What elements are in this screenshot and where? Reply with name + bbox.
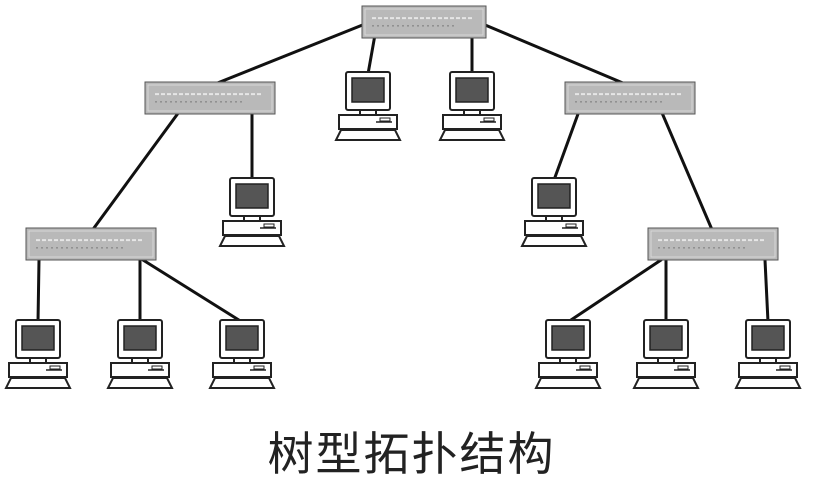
hub-left	[144, 81, 276, 115]
diagram-caption: 树型拓扑结构	[267, 427, 556, 481]
pc-right-1	[520, 177, 588, 247]
link-hub-root-pc-root-1	[366, 36, 376, 76]
pc-right-lower-1	[534, 319, 602, 389]
link-hub-right-pc-right-1	[552, 112, 580, 182]
pc-right-lower-2	[632, 319, 700, 389]
link-hub-right-lower-pc-right-lower-1	[566, 258, 663, 324]
pc-root-2	[438, 71, 506, 141]
link-hub-root-hub-left	[208, 20, 372, 88]
link-hub-left-lower-pc-left-lower-1	[36, 258, 41, 324]
pc-root-1	[334, 71, 402, 141]
hub-root	[361, 5, 487, 39]
pc-left-lower-1	[4, 319, 72, 389]
pc-right-lower-3	[734, 319, 802, 389]
nodes-layer	[4, 5, 802, 389]
pc-left-1	[218, 177, 286, 247]
link-hub-left-hub-left-lower	[89, 112, 179, 234]
link-hub-left-lower-pc-left-lower-3	[141, 258, 244, 324]
link-hub-right-hub-right-lower	[661, 112, 715, 234]
pc-left-lower-3	[208, 319, 276, 389]
link-hub-right-lower-pc-right-lower-3	[763, 258, 770, 324]
hub-left-lower	[25, 227, 157, 261]
link-hub-root-hub-right	[476, 20, 632, 88]
pc-left-lower-2	[106, 319, 174, 389]
links-layer	[36, 20, 770, 324]
hub-right-lower	[647, 227, 779, 261]
hub-right	[564, 81, 696, 115]
